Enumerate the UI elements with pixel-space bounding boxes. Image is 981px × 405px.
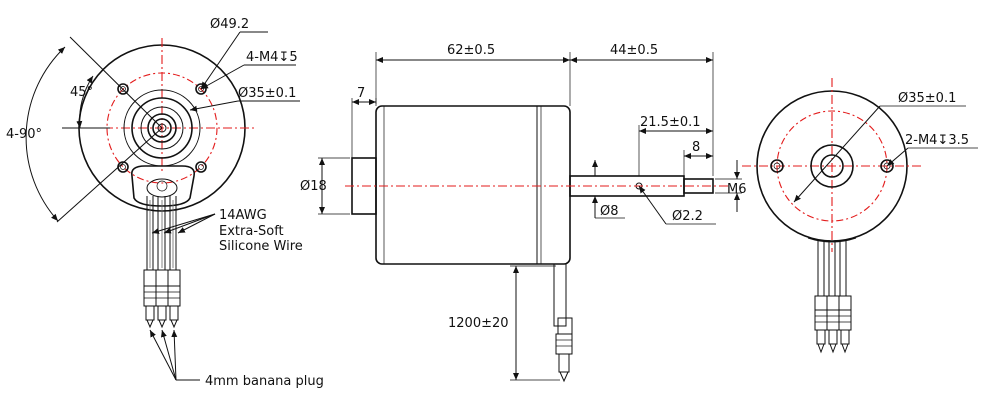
- front-holes-label: 4-M4↧5: [246, 50, 298, 65]
- front-wire-boss: [130, 165, 196, 207]
- plug-note: 4mm banana plug: [205, 374, 324, 389]
- cross-hole-label: Ø2.2: [672, 209, 703, 224]
- thread-length-label: 8: [692, 140, 700, 155]
- rear-hub-inner: [820, 154, 844, 178]
- front-banana-plugs: [143, 269, 181, 329]
- front-bearing-ring: [131, 97, 193, 159]
- shaft-dia-label: Ø8: [600, 204, 619, 219]
- front-pilot-label: Ø35±0.1: [238, 86, 296, 101]
- wire-note-3: Silicone Wire: [219, 239, 303, 254]
- rear-banana-plugs: [814, 295, 852, 354]
- front-wires: [146, 196, 177, 270]
- rear-hub-ring: [810, 144, 854, 188]
- front-mount-holes: [117, 83, 207, 173]
- side-view: 62±0.5 44±0.5 7 Ø18 21.5±0.1 8 M6 Ø8: [300, 43, 747, 383]
- front-hub-inner: [147, 113, 177, 143]
- body-length-label: 62±0.5: [447, 43, 495, 58]
- front-hub-ring: [140, 106, 184, 150]
- pilot-dia-label: Ø18: [300, 179, 327, 194]
- side-lead: [553, 263, 567, 327]
- wire-note-2: Extra-Soft: [219, 224, 284, 239]
- rear-pilot-label: Ø35±0.1: [898, 91, 956, 106]
- rear-holes-label: 2-M4↧3.5: [905, 133, 969, 148]
- shaft-length-label: 44±0.5: [610, 43, 658, 58]
- front-shaft-center: [157, 123, 167, 133]
- rear-wires: [817, 240, 847, 296]
- front-shaft: [152, 118, 172, 138]
- thread-label: M6: [727, 182, 747, 197]
- bolt-circle-label: Ø49.2: [210, 17, 249, 32]
- rear-view: Ø35±0.1 2-M4↧3.5: [742, 78, 978, 354]
- pilot-length-label: 7: [357, 86, 365, 101]
- angle-45-label: 45°: [70, 85, 93, 100]
- lead-length-label: 1200±20: [448, 316, 509, 331]
- hole-pos-label: 21.5±0.1: [640, 115, 701, 130]
- wire-note-1: 14AWG: [219, 208, 267, 223]
- angle-4x90-label: 4-90°: [6, 127, 42, 142]
- front-view: Ø49.2 4-M4↧5 Ø35±0.1 45° 4-90° 14AWG Ext…: [6, 17, 324, 389]
- side-thread: [683, 178, 714, 194]
